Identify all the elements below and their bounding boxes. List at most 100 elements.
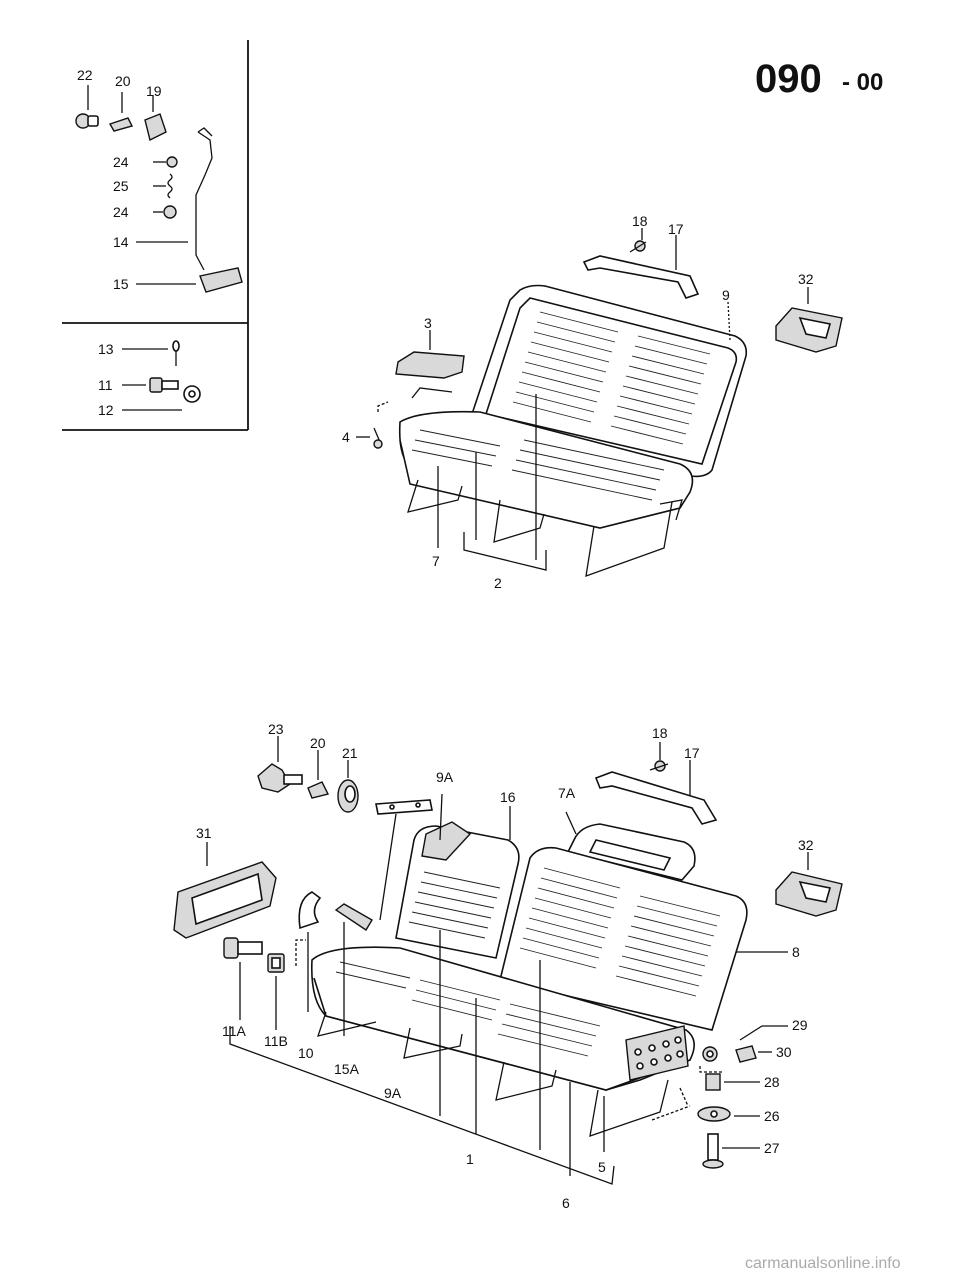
part-20-insert-lower [307, 750, 330, 799]
part-14-rod [195, 127, 213, 271]
part-26-plate [697, 1106, 760, 1122]
label-9: 9 [722, 287, 730, 303]
part-22-clip [75, 85, 99, 129]
part-12-washer [122, 385, 201, 411]
part-4-screw [356, 401, 389, 449]
label-31: 31 [196, 825, 212, 841]
label-24a: 24 [113, 154, 129, 170]
part-20-insert [108, 92, 134, 132]
part-17-grab-handle-lower [594, 760, 718, 825]
label-12: 12 [98, 402, 114, 418]
label-6: 6 [562, 1195, 570, 1211]
label-16: 16 [500, 789, 516, 805]
part-hinge-bracket [375, 799, 433, 921]
part-23-release-knob [257, 736, 303, 793]
leader-9A-top [439, 793, 443, 841]
seat-cushion-ribs [411, 429, 665, 501]
label-23: 23 [268, 721, 284, 737]
label-30: 30 [776, 1044, 792, 1060]
lower-seat-ribs [335, 961, 601, 1057]
label-3: 3 [424, 315, 432, 331]
part-28-bushing [705, 1073, 760, 1091]
dashed-link-legs [651, 1087, 691, 1121]
upper-bench-seat: 18 17 32 9 3 4 7 2 [342, 213, 843, 591]
part-18-screw [629, 228, 647, 253]
label-19: 19 [146, 83, 162, 99]
main-backrest-ribs [519, 867, 721, 997]
part-32-buckle-housing-lower [775, 852, 843, 917]
part-7A-headrest [565, 811, 696, 881]
label-29: 29 [792, 1017, 808, 1033]
label-7: 7 [432, 553, 440, 569]
label-17-lower: 17 [684, 745, 700, 761]
bracket-2 [463, 532, 547, 571]
label-20-lower: 20 [310, 735, 326, 751]
label-11B: 11B [264, 1033, 288, 1049]
label-8: 8 [792, 944, 800, 960]
label-13: 13 [98, 341, 114, 357]
part-11-bolt [122, 377, 179, 393]
label-11: 11 [98, 377, 113, 393]
seat-legs-upper [407, 479, 683, 577]
part-30-wingbolt [735, 1045, 772, 1063]
inset-panel: 22 20 19 24 25 24 14 15 13 11 12 [62, 40, 249, 431]
diagram-code: 090 [755, 57, 822, 101]
watermark: carmanualsonline.info [745, 1255, 901, 1272]
main-backrest-outline [499, 846, 748, 1031]
single-backrest-ribs [408, 871, 501, 939]
dashed-link-hw [699, 1066, 724, 1073]
backrest-ribs-left [512, 311, 619, 423]
label-32-upper: 32 [798, 271, 814, 287]
label-14: 14 [113, 234, 129, 250]
label-2: 2 [494, 575, 502, 591]
label-20: 20 [115, 73, 131, 89]
label-17-upper: 17 [668, 221, 684, 237]
label-18-upper: 18 [632, 213, 648, 229]
bracket-6 [229, 1026, 615, 1185]
label-27: 27 [764, 1140, 780, 1156]
part-13-pin [122, 340, 180, 366]
part-18-screw-lower [649, 742, 669, 772]
label-10: 10 [298, 1045, 314, 1061]
label-11A: 11A [222, 1023, 247, 1039]
part-17-grab-handle [582, 235, 700, 299]
part-24-nut-upper [153, 156, 178, 168]
part-11B-clip [267, 953, 285, 1030]
part-24-nut-lower [153, 205, 177, 219]
label-15A: 15A [334, 1061, 360, 1077]
label-24b: 24 [113, 204, 129, 220]
label-18-lower: 18 [652, 725, 668, 741]
label-9A-top: 9A [436, 769, 454, 785]
part-19-cover [144, 95, 167, 142]
part-11A-bolt [223, 937, 263, 1020]
part-16-single-backrest [395, 806, 520, 959]
part-3-armrest [395, 330, 465, 399]
seat-latch-block [625, 1025, 689, 1081]
label-4: 4 [342, 429, 350, 445]
part-21-escutcheon [337, 760, 359, 813]
part-32-buckle-housing [775, 287, 843, 353]
label-7A: 7A [558, 785, 576, 801]
diagram-sub-code: - 00 [842, 69, 883, 96]
label-32-lower: 32 [798, 837, 814, 853]
part-25-spring [153, 173, 173, 199]
part-10-hook [298, 891, 322, 1012]
label-25: 25 [113, 178, 129, 194]
part-31-side-panel [173, 842, 277, 939]
backrest-inner [484, 297, 738, 465]
part-15-bracket [136, 267, 243, 293]
dashed-link-10 [295, 939, 306, 966]
label-28: 28 [764, 1074, 780, 1090]
lower-bench-seat: 23 20 21 9A 16 7A 18 17 31 32 8 11A 11B … [173, 721, 843, 1211]
label-9A-bottom: 9A [384, 1085, 402, 1101]
part-27-bolt [702, 1133, 760, 1169]
label-22: 22 [77, 67, 93, 83]
label-15: 15 [113, 276, 129, 292]
seat-legs-lower [317, 1011, 669, 1137]
part-15A-lever [334, 903, 373, 1036]
backrest-ribs-right [610, 335, 711, 445]
label-5: 5 [598, 1159, 606, 1175]
part-29-nut [702, 1025, 788, 1062]
label-1: 1 [466, 1151, 474, 1167]
